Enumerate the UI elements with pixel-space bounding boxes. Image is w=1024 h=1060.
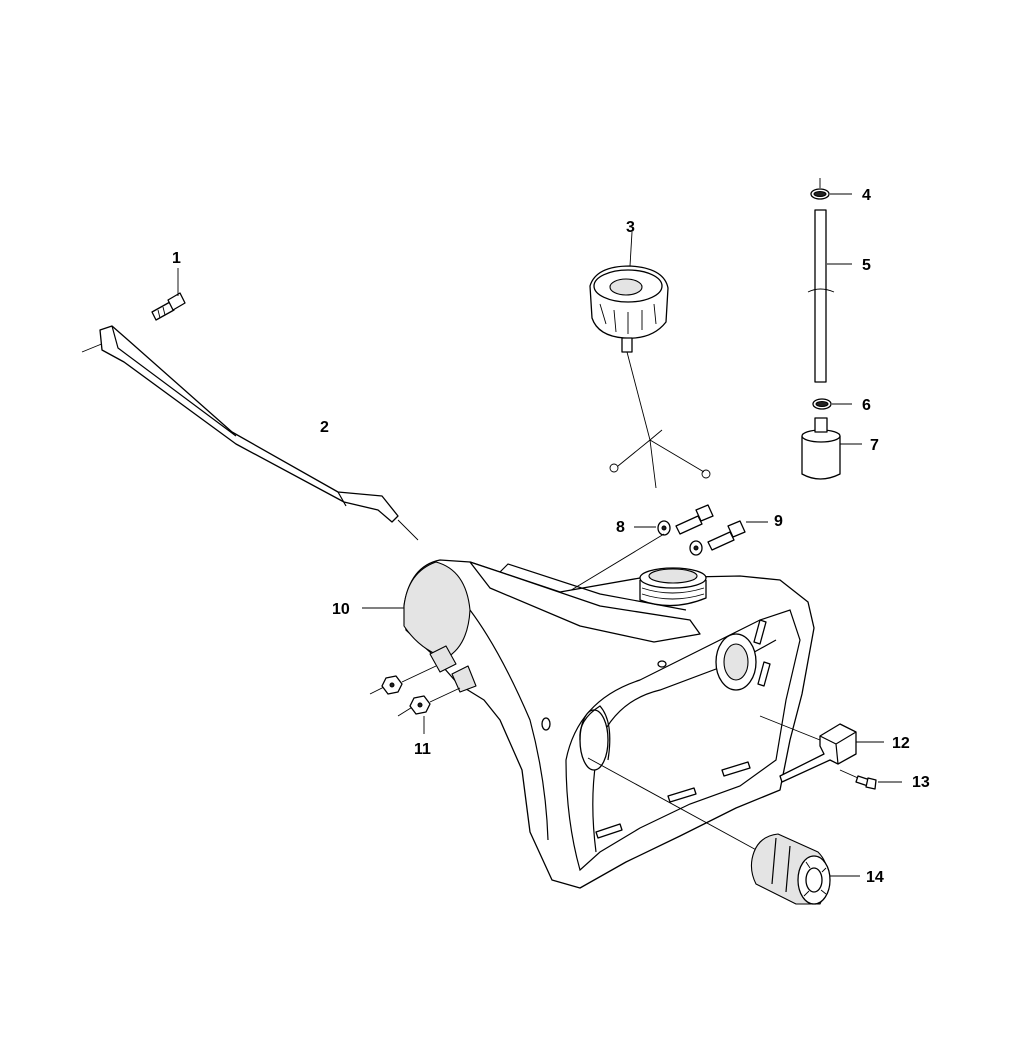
- callout-9: 9: [774, 513, 783, 530]
- callout-14: 14: [866, 869, 884, 886]
- part-9-screw-washer: [567, 520, 768, 593]
- callout-1: 1: [172, 250, 181, 267]
- part-14-damper: [587, 757, 860, 905]
- callout-10: 10: [332, 601, 350, 618]
- callout-labels: 1 2 3 4 5 6 7 8 9 10 11 12 13 14: [172, 187, 930, 886]
- callout-8: 8: [616, 519, 625, 536]
- part-12-bracket: [759, 715, 884, 783]
- part-10-tank-housing: [362, 559, 815, 889]
- callout-7: 7: [870, 437, 879, 454]
- callout-3: 3: [626, 219, 635, 236]
- part-6-hose-clip-bottom: [812, 398, 852, 410]
- part-11-nuts: [369, 665, 461, 734]
- callout-5: 5: [862, 257, 871, 274]
- callout-13: 13: [912, 774, 930, 791]
- part-8-screw-washer: [634, 504, 714, 536]
- callout-6: 6: [862, 397, 871, 414]
- part-2-handle-bar: [81, 325, 419, 541]
- part-1-screw: [151, 268, 186, 321]
- part-4-hose-clip-top: [810, 178, 852, 200]
- callout-2: 2: [320, 419, 329, 436]
- part-5-fuel-hose: [807, 209, 852, 383]
- callout-12: 12: [892, 735, 910, 752]
- part-7-fuel-filter: [801, 417, 862, 480]
- part-3-fuel-cap: [589, 231, 711, 489]
- part-13-small-screw: [839, 769, 902, 790]
- callout-4: 4: [862, 187, 871, 204]
- callout-11: 11: [414, 741, 431, 758]
